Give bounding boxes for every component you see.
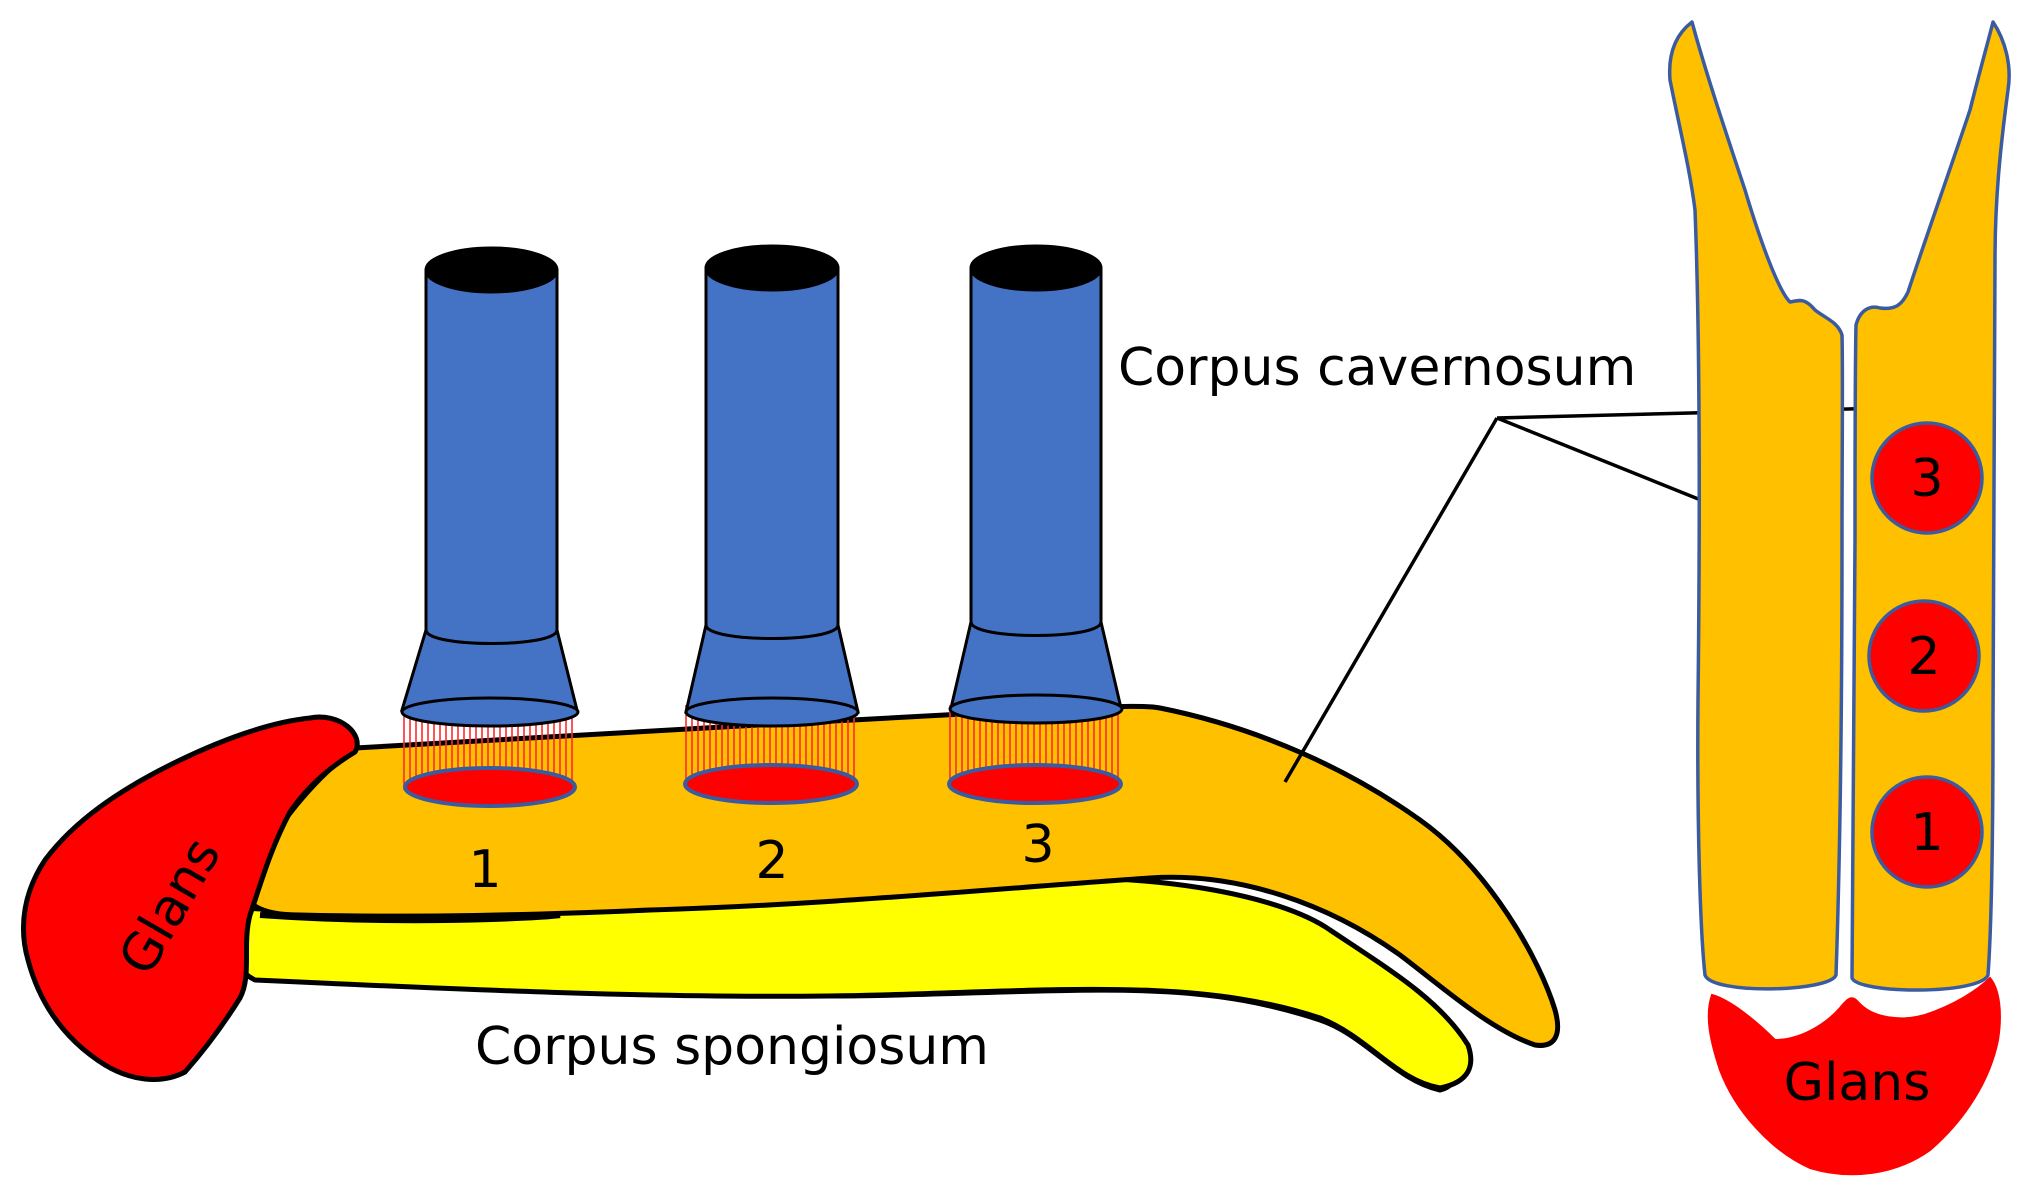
probe-2-opening [704, 244, 840, 292]
contact-spot-3 [947, 763, 1123, 805]
top-spot-1 [1870, 775, 1984, 889]
top-position-2: 2 [1907, 627, 1940, 687]
cavernosum-seam [259, 912, 561, 924]
contact-spot-2 [683, 763, 859, 805]
top-position-1: 1 [1910, 803, 1943, 863]
top-cavernosum-left [1667, 20, 1845, 991]
side-position-2: 2 [755, 831, 788, 891]
side-position-1: 1 [468, 840, 501, 900]
top-spot-2 [1867, 599, 1981, 713]
probe-3-shaft [969, 266, 1103, 637]
glans-right-shape [1707, 976, 2001, 1176]
top-view: 3 2 1 Glans [1667, 20, 2011, 1176]
top-spot-3 [1870, 421, 1984, 535]
side-position-3: 3 [1021, 815, 1054, 875]
side-view: Glans 1 2 [21, 244, 1561, 1093]
top-position-3: 3 [1910, 449, 1943, 509]
probe-3 [947, 244, 1124, 805]
probe-1-opening [424, 246, 559, 294]
probe-3-bottom-rim [948, 693, 1124, 725]
probe-1-bottom-rim [400, 696, 580, 728]
probe-1 [399, 246, 580, 808]
corpus-cavernosum-label: Corpus cavernosum [1118, 338, 1636, 398]
probe-2-bottom-rim [684, 696, 860, 728]
contact-spot-1 [403, 766, 577, 808]
corpus-spongiosum-label: Corpus spongiosum [475, 1017, 989, 1077]
probe-2 [683, 244, 860, 805]
probe-2-shaft [704, 266, 840, 640]
probe-1-shaft [424, 268, 559, 645]
probe-3-opening [969, 244, 1103, 292]
glans-left-shape [21, 714, 360, 1082]
glans-right-label: Glans [1784, 1053, 1931, 1113]
